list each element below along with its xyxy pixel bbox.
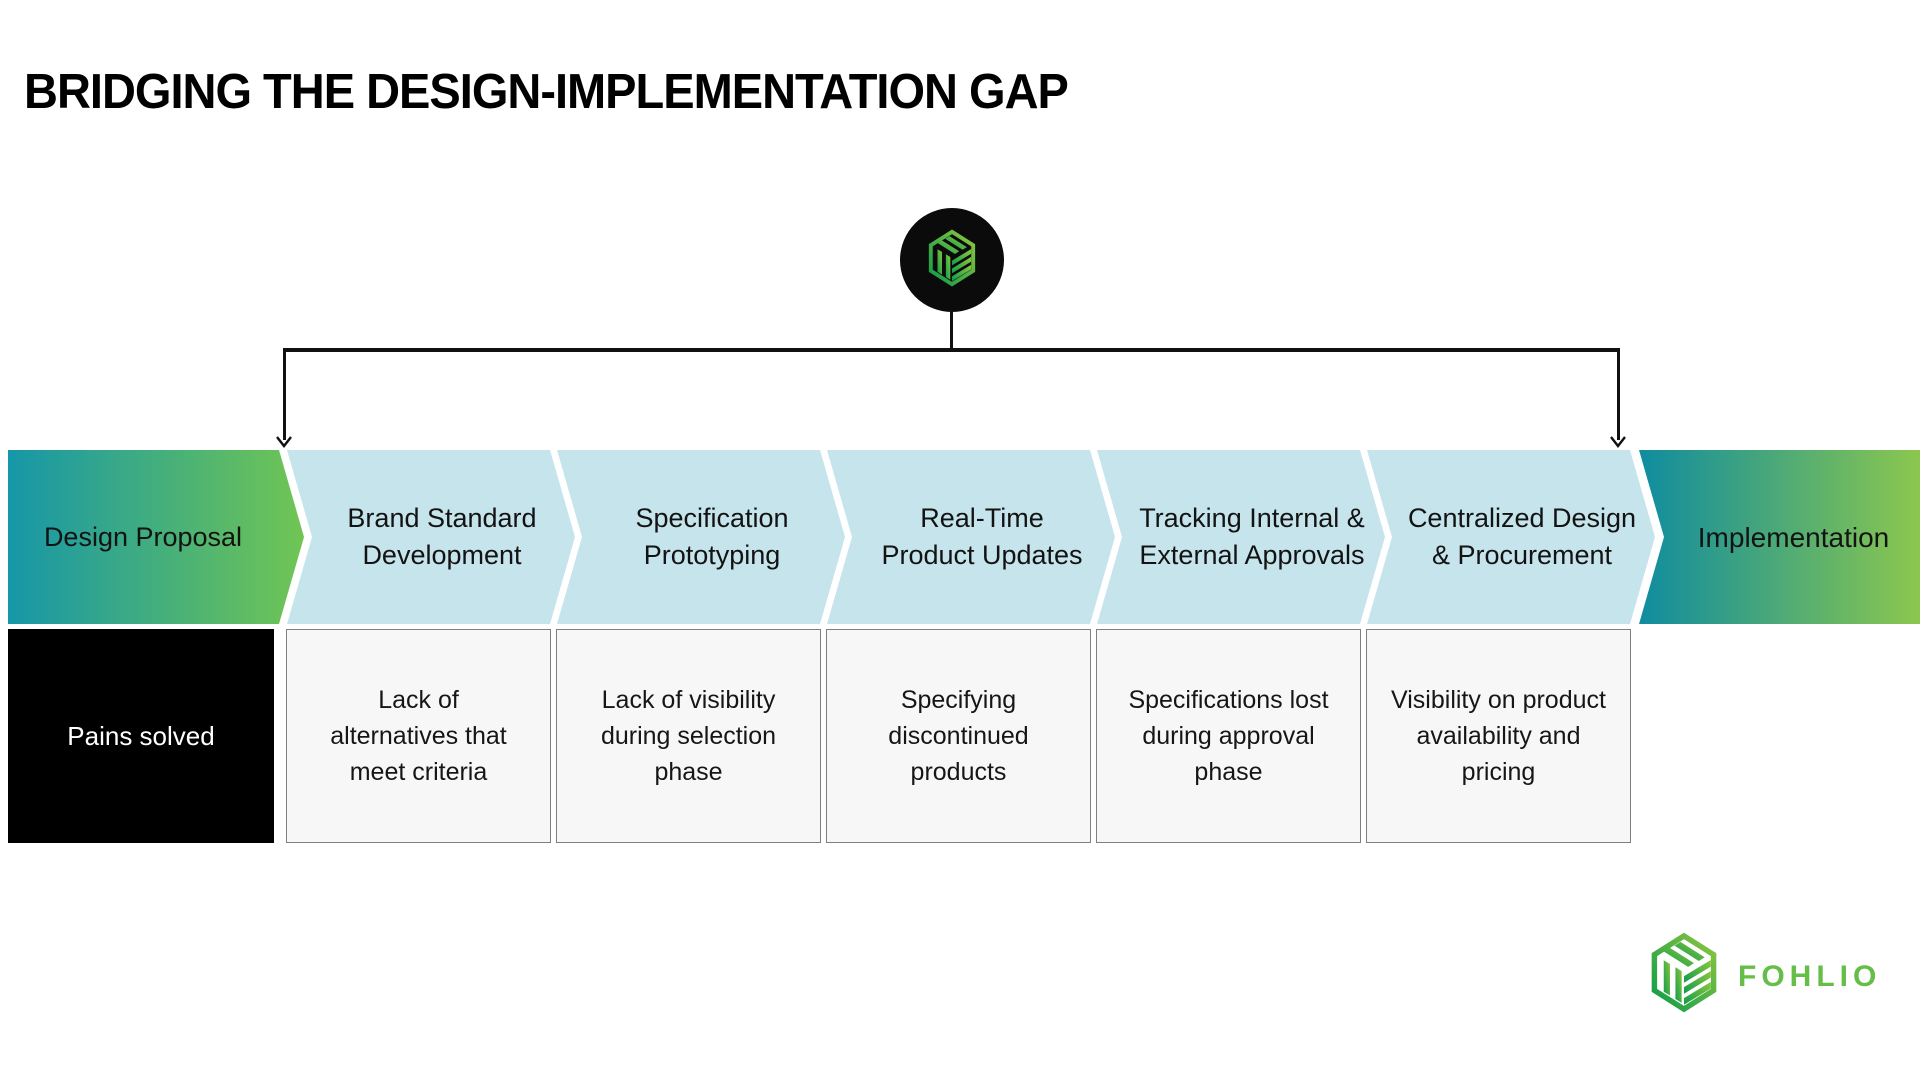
pain-text: phase — [654, 758, 723, 786]
stage-label: Specification — [635, 503, 789, 533]
connector-horizontal-line — [283, 348, 1620, 352]
stage-brand-standard-development: Brand Standard Development — [287, 450, 575, 624]
pain-text: phase — [1194, 758, 1263, 786]
pain-text: Visibility on product — [1391, 686, 1606, 714]
pain-box-availability-pricing: Visibility on product availability and p… — [1366, 629, 1631, 843]
pain-box-visibility-selection: Lack of visibility during selection phas… — [556, 629, 821, 843]
stage-label: & Procurement — [1431, 540, 1613, 570]
pain-box-specs-lost: Specifications lost during approval phas… — [1096, 629, 1361, 843]
pain-text: alternatives that — [330, 722, 507, 750]
stage-centralized-design-procurement: Centralized Design & Procurement — [1367, 450, 1655, 624]
stage-implementation: Implementation — [1639, 450, 1920, 624]
pains-solved-row-label: Pains solved — [8, 629, 274, 843]
pain-text: during approval — [1142, 722, 1315, 750]
stage-real-time-product-updates: Real-Time Product Updates — [827, 450, 1115, 624]
stage-label: Tracking Internal & — [1139, 503, 1365, 533]
page-title: BRIDGING THE DESIGN-IMPLEMENTATION GAP — [24, 63, 1069, 119]
stage-label: Implementation — [1697, 521, 1890, 553]
pain-text: availability and — [1416, 722, 1581, 750]
pains-solved-text: Pains solved — [67, 720, 215, 751]
pain-text: discontinued — [888, 722, 1029, 750]
pain-text: Lack of — [378, 686, 459, 714]
pain-text: Lack of visibility — [601, 686, 776, 714]
pain-text: meet criteria — [349, 758, 488, 786]
stage-label: Centralized Design — [1407, 503, 1637, 533]
stage-tracking-approvals: Tracking Internal & External Approvals — [1097, 450, 1385, 624]
fohlio-cube-icon — [924, 228, 980, 292]
stage-label: Design Proposal — [43, 521, 243, 552]
fohlio-logo-circle — [900, 208, 1004, 312]
stage-label: Real-Time — [920, 503, 1044, 533]
stage-label: Product Updates — [881, 540, 1083, 570]
pain-text: products — [910, 758, 1007, 786]
pain-box-discontinued-products: Specifying discontinued products — [826, 629, 1091, 843]
fohlio-footer-logo: FOHLIO — [1645, 930, 1905, 1020]
connector-stub-line — [950, 310, 953, 350]
connector-left-drop-line — [283, 352, 286, 440]
fohlio-wordmark: FOHLIO — [1738, 960, 1882, 993]
pain-text: during selection — [600, 722, 777, 750]
down-arrow-icon — [1610, 436, 1626, 448]
pain-box-alternatives: Lack of alternatives that meet criteria — [286, 629, 551, 843]
stage-label: Prototyping — [643, 540, 781, 570]
stage-label: Brand Standard — [347, 503, 537, 533]
down-arrow-icon — [276, 436, 292, 448]
pain-text: Specifying — [900, 686, 1017, 714]
stage-label: Development — [362, 540, 522, 570]
stage-label: External Approvals — [1139, 540, 1365, 570]
fohlio-cube-icon — [1645, 932, 1723, 1018]
pain-text: pricing — [1461, 758, 1536, 786]
stage-design-proposal: Design Proposal — [8, 450, 304, 624]
connector-right-drop-line — [1617, 352, 1620, 440]
stage-specification-prototyping: Specification Prototyping — [557, 450, 845, 624]
pain-text: Specifications lost — [1128, 686, 1329, 714]
